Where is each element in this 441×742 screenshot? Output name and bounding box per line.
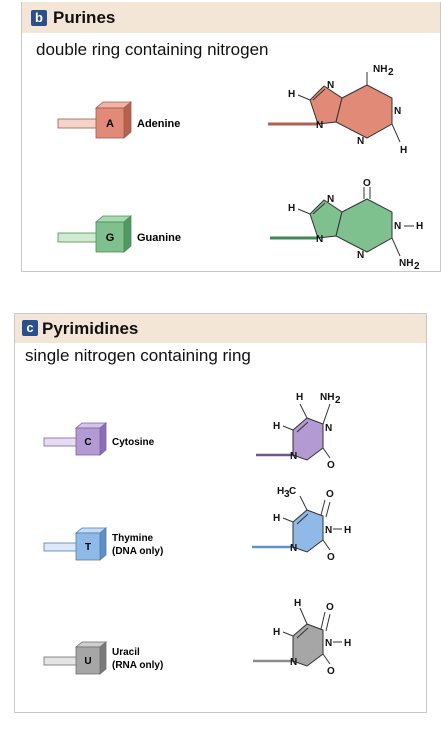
guanine-stick (57, 232, 99, 243)
thymine-h6: H (273, 513, 280, 524)
adenine-letter: A (106, 118, 114, 130)
thymine-label-line2: (DNA only) (112, 546, 163, 557)
cytosine-nh: NH (320, 392, 334, 403)
guanine-nh: NH (399, 258, 413, 269)
cytosine-h6: H (273, 421, 280, 432)
adenine-pyrimidine-ring (335, 84, 393, 139)
pyrimidines-subtitle: single nitrogen containing ring (25, 346, 251, 365)
guanine-h8: H (288, 203, 295, 214)
adenine-block-front (95, 107, 125, 139)
uracil-label-line1: Uracil (112, 647, 140, 658)
panel-b-badge: b (31, 10, 47, 26)
thymine-h3c: H (277, 486, 284, 497)
purines-subtitle: double ring containing nitrogen (36, 40, 269, 59)
cytosine-n3: N (325, 423, 332, 434)
guanine-block-front (95, 221, 125, 253)
thymine-stick (43, 542, 79, 552)
guanine-sub2: 2 (414, 261, 420, 272)
adenine-n9: N (316, 120, 323, 131)
cytosine-o: O (327, 460, 335, 471)
cytosine-block-side (99, 422, 107, 456)
thymine-h3: H (344, 525, 351, 536)
guanine-block-side (123, 215, 132, 253)
cytosine-block-front (75, 427, 101, 456)
thymine-methyl-c: C (289, 486, 296, 497)
thymine-o2: O (327, 552, 335, 563)
adenine-h1: H (288, 89, 295, 100)
uracil-block: U Uracil (RNA only) (43, 641, 163, 675)
thymine-block-side (99, 527, 107, 561)
cytosine-stick (43, 437, 79, 447)
guanine-label: Guanine (137, 232, 181, 244)
adenine-sub2: 2 (388, 67, 394, 78)
thymine-block-front (75, 532, 101, 561)
adenine-structure: NH 2 H N N N N H (268, 64, 407, 156)
guanine-n3: N (357, 250, 364, 261)
guanine-n7: N (327, 194, 334, 205)
guanine-o: O (363, 178, 371, 189)
adenine-n1: N (394, 106, 401, 117)
panel-c-badge: c (22, 320, 38, 336)
thymine-label-line1: Thymine (112, 533, 154, 544)
thymine-o4: O (326, 489, 334, 500)
cytosine-n1: N (290, 451, 297, 462)
guanine-block: G Guanine (57, 215, 181, 253)
cytosine-h5: H (296, 392, 303, 403)
adenine-n7: N (327, 80, 334, 91)
thymine-n1: N (290, 543, 297, 554)
adenine-h2: H (400, 145, 407, 156)
adenine-label: Adenine (137, 118, 180, 130)
guanine-n9: N (316, 234, 323, 245)
purines-header-bar: b Purines (22, 2, 440, 33)
uracil-h6: H (273, 627, 280, 638)
uracil-label-line2: (RNA only) (112, 660, 163, 671)
purines-panel: b Purines double ring containing nitroge… (21, 2, 441, 272)
purines-title: Purines (53, 8, 116, 27)
adenine-n3: N (357, 136, 364, 147)
thymine-sub3: 3 (284, 489, 290, 500)
uracil-structure: H O H N H N O (253, 598, 351, 677)
guanine-pyrimidine-ring (335, 198, 393, 253)
guanine-structure: O H N N N H N NH 2 (270, 178, 423, 272)
cytosine-label: Cytosine (112, 437, 155, 448)
thymine-structure: H 3 C O H N H N O (252, 486, 351, 563)
uracil-block-front (75, 646, 101, 675)
thymine-letter: T (85, 542, 91, 553)
uracil-stick (43, 656, 79, 666)
pyrimidines-header-bar: c Pyrimidines (15, 314, 426, 343)
cytosine-structure: H NH 2 H N N O (256, 392, 341, 471)
thymine-n3: N (325, 525, 332, 536)
uracil-o4: O (326, 602, 334, 613)
thymine-ring (292, 509, 324, 553)
uracil-o2: O (327, 666, 335, 677)
adenine-block: A Adenine (57, 101, 180, 139)
uracil-n1: N (290, 657, 297, 668)
uracil-ring (292, 623, 324, 667)
adenine-stick (57, 118, 99, 129)
cytosine-letter: C (84, 437, 91, 448)
cytosine-block: C Cytosine (43, 422, 155, 456)
uracil-h3: H (344, 638, 351, 649)
guanine-n1: N (394, 221, 401, 232)
uracil-letter: U (84, 656, 91, 667)
thymine-block: T Thymine (DNA only) (43, 527, 163, 561)
uracil-n3: N (325, 638, 332, 649)
guanine-h1: H (416, 221, 423, 232)
uracil-block-side (99, 641, 107, 675)
cytosine-ring (292, 417, 324, 461)
adenine-block-side (123, 101, 132, 139)
guanine-letter: G (106, 232, 115, 244)
pyrimidines-title: Pyrimidines (42, 319, 139, 338)
uracil-h5: H (294, 598, 301, 609)
cytosine-sub2: 2 (335, 395, 341, 406)
adenine-nh: NH (373, 64, 387, 75)
